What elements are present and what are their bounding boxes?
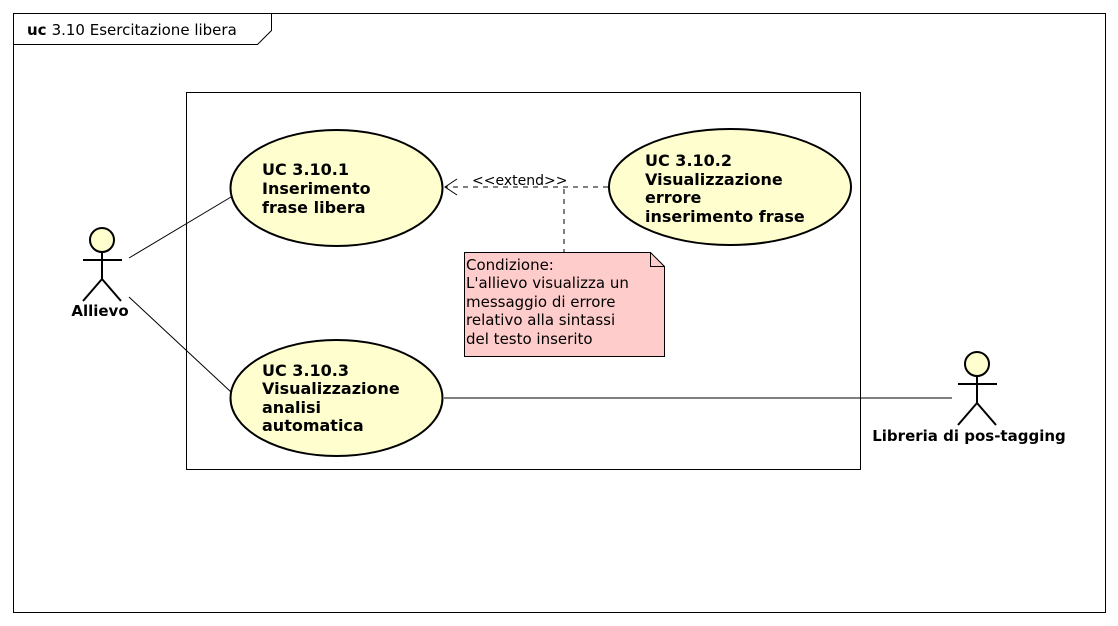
- use-case-3-10-3[interactable]: UC 3.10.3 Visualizzazione analisi automa…: [229, 339, 444, 457]
- frame-title: uc 3.10 Esercitazione libera: [27, 21, 237, 39]
- use-case-3-10-2[interactable]: UC 3.10.2 Visualizzazione errore inserim…: [608, 128, 852, 246]
- actor-figure-icon: [957, 351, 997, 426]
- frame-name: 3.10 Esercitazione libera: [52, 21, 237, 39]
- use-case-ellipse: [608, 128, 852, 246]
- association-allievo-uc1: [128, 196, 232, 259]
- actor-label: Allievo: [71, 302, 128, 320]
- actor-figure-icon: [82, 227, 122, 302]
- use-case-3-10-1[interactable]: UC 3.10.1 Inserimento frase libera: [229, 129, 444, 247]
- actor-libreria-pos-tagging[interactable]: Libreria di pos-tagging: [872, 351, 1066, 445]
- extend-arrowhead: [444, 178, 458, 196]
- use-case-label: UC 3.10.1 Inserimento frase libera: [262, 160, 376, 217]
- actor-label: Libreria di pos-tagging: [872, 427, 1066, 445]
- condition-note: Condizione: L'allievo visualizza un mess…: [464, 252, 665, 357]
- frame-title-tab: [13, 13, 272, 45]
- note-text: Condizione: L'allievo visualizza un mess…: [466, 256, 634, 348]
- system-boundary: [186, 92, 861, 470]
- actor-allievo[interactable]: Allievo: [71, 227, 129, 320]
- use-case-ellipse: [229, 129, 444, 247]
- association-allievo-uc3: [128, 296, 232, 393]
- use-case-label: UC 3.10.3 Visualizzazione analisi automa…: [262, 361, 405, 435]
- diagram-frame: [13, 13, 1106, 613]
- note-shape: [464, 252, 665, 357]
- use-case-ellipse: [229, 339, 444, 457]
- extend-label: <<extend>>: [472, 173, 567, 189]
- use-case-label: UC 3.10.2 Visualizzazione errore inserim…: [645, 151, 805, 226]
- note-fold: [650, 252, 665, 267]
- frame-keyword: uc: [27, 21, 47, 39]
